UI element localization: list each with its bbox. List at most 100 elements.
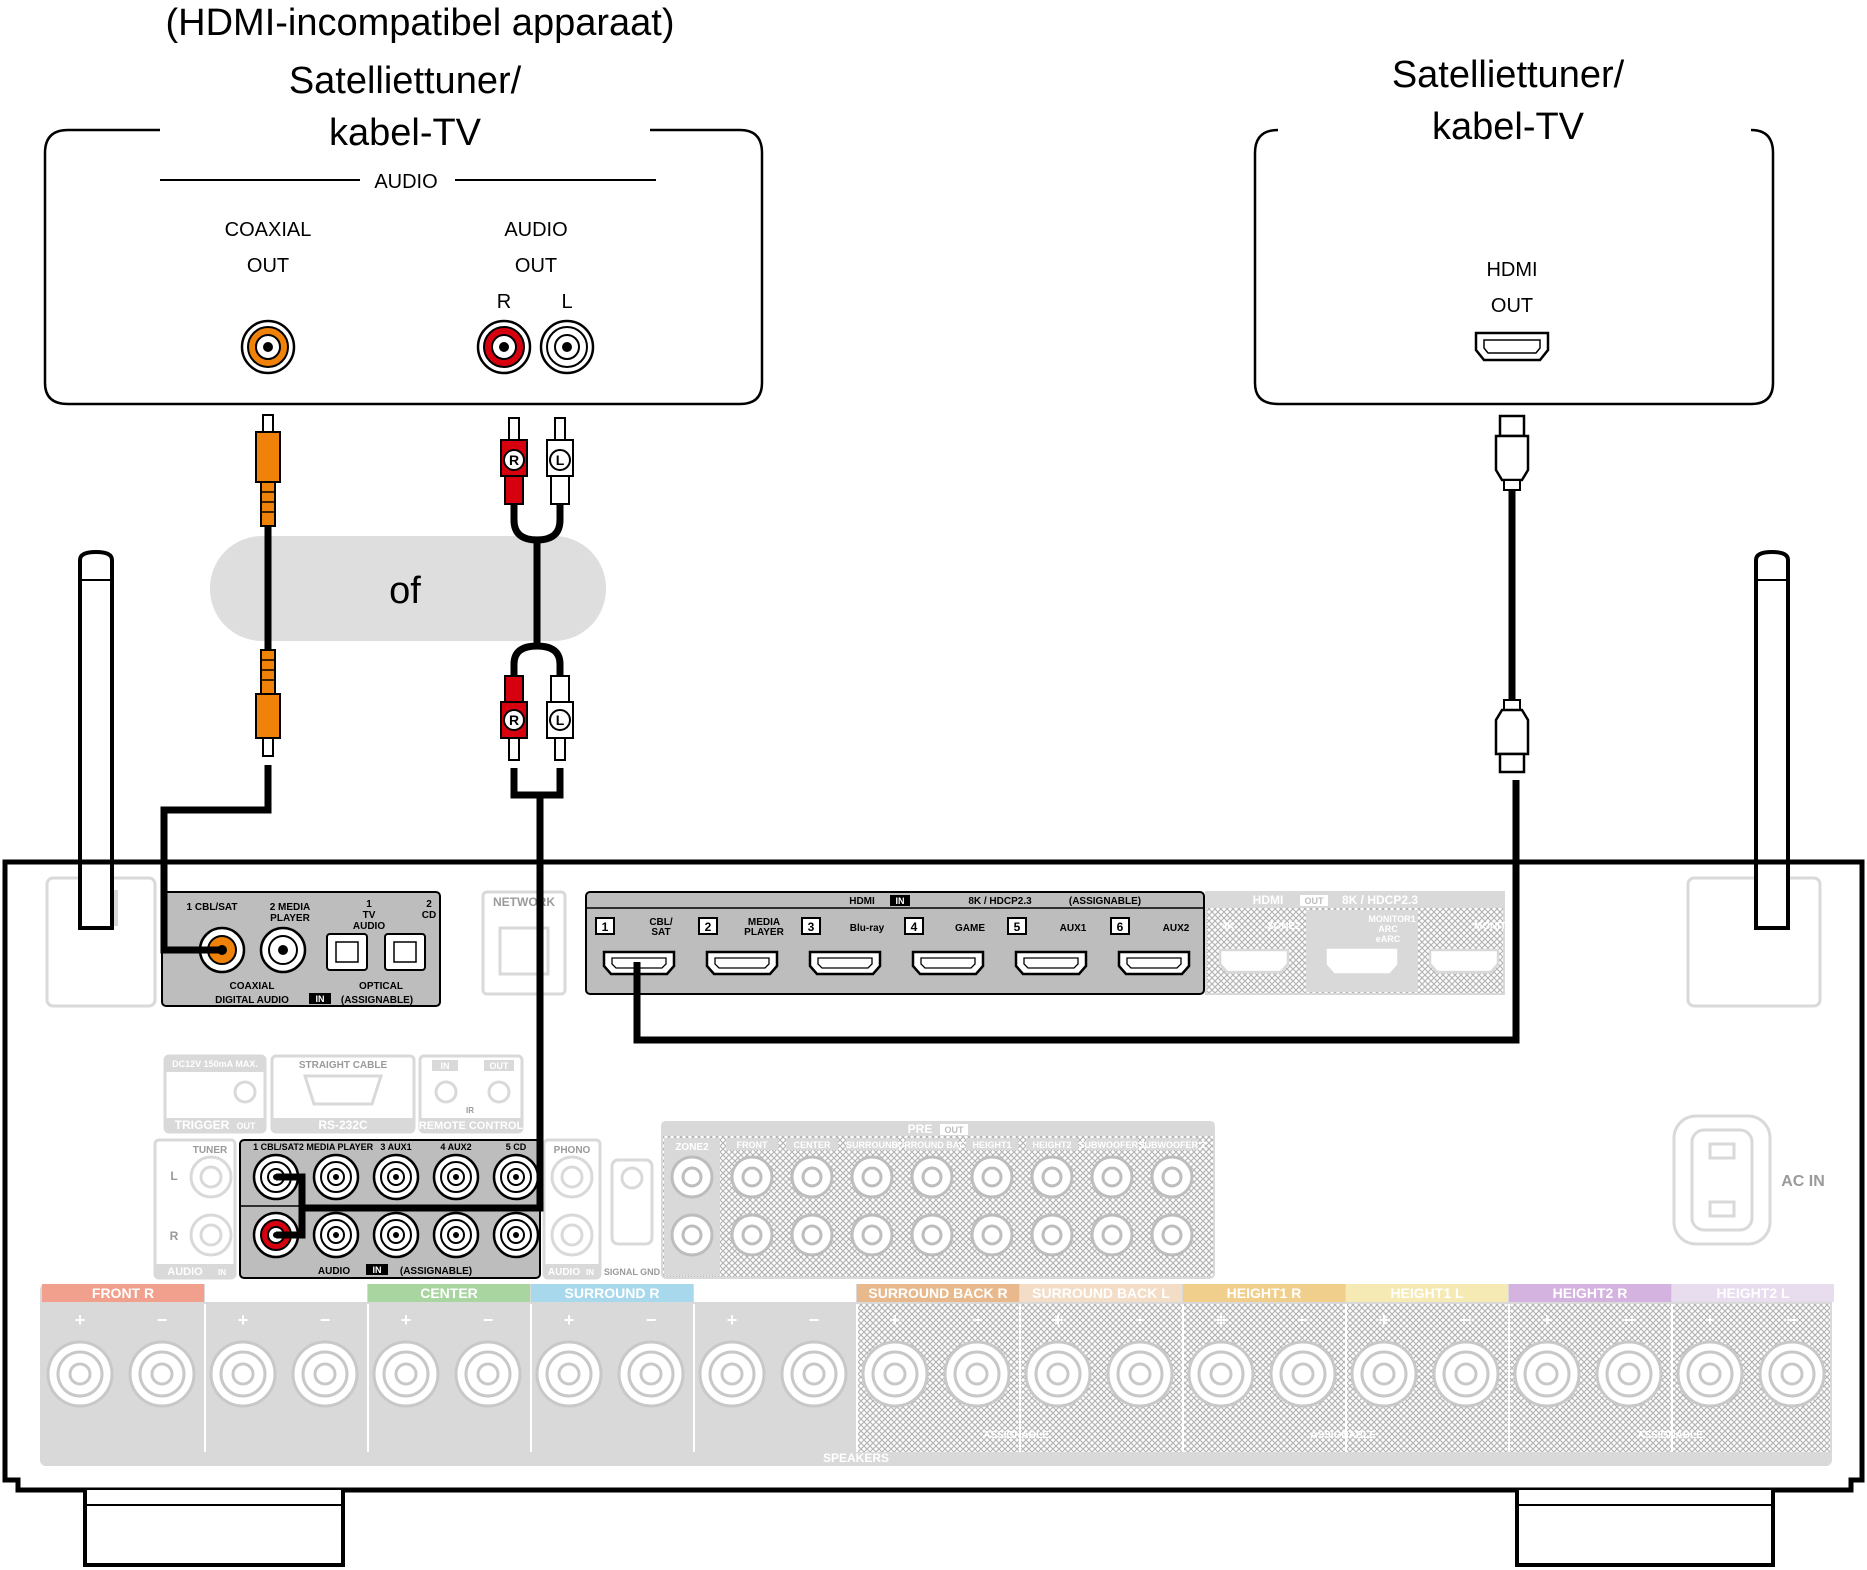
hdmi-out-port-4k[interactable] xyxy=(1218,948,1290,974)
cables: R L R L xyxy=(160,414,1530,1239)
r-label: R xyxy=(497,291,511,313)
speaker-terminal-3-plus[interactable] xyxy=(372,1340,440,1408)
left-foot xyxy=(83,1490,345,1567)
speaker-terminal-10-plus[interactable] xyxy=(1513,1340,1581,1408)
speaker-polarity-8-2: − xyxy=(1298,1310,1309,1330)
coaxial-out-jack[interactable] xyxy=(240,319,296,375)
phono-audio-label: AUDIO xyxy=(548,1267,580,1278)
remote-in: IN xyxy=(441,1061,450,1071)
speaker-channel-10: HEIGHT2 R+− xyxy=(1508,1284,1671,1452)
speaker-terminal-7-minus[interactable] xyxy=(1106,1340,1174,1408)
speaker-channel-2: FRONT L+− xyxy=(204,1284,367,1452)
hdmi-in-name-2: MEDIA xyxy=(748,917,780,928)
pre-out-label-7: SUBWOOFER 1 xyxy=(1078,1140,1145,1150)
speaker-terminal-5-minus[interactable] xyxy=(780,1340,848,1408)
audio-in-jack-3-r[interactable] xyxy=(372,1211,420,1259)
pre-out-channel-4: SURROUND BACK xyxy=(892,1138,973,1257)
audio-out-label: AUDIO xyxy=(504,219,567,241)
audio-in-jack-5-r[interactable] xyxy=(492,1211,540,1259)
audio-in-port-label-2: 2 MEDIA PLAYER xyxy=(299,1142,374,1152)
speaker-terminal-6-minus[interactable] xyxy=(943,1340,1011,1408)
speaker-polarity-8-1: + xyxy=(1216,1310,1227,1330)
pre-out-label-6: HEIGHT2 xyxy=(1032,1140,1071,1150)
audio-in-jack-2-l[interactable] xyxy=(312,1153,360,1201)
dig-footer: DIGITAL AUDIO xyxy=(215,995,289,1006)
speaker-terminal-7-plus[interactable] xyxy=(1024,1340,1092,1408)
speaker-terminal-9-minus[interactable] xyxy=(1432,1340,1500,1408)
l-label: L xyxy=(561,291,572,313)
hdmi-out-port[interactable] xyxy=(1474,331,1550,362)
hdmi-out-port-monitor2[interactable] xyxy=(1428,948,1500,974)
trigger-rating: DC12V 150mA MAX. xyxy=(172,1059,258,1069)
tuner-audio-label: AUDIO xyxy=(167,1266,203,1278)
speaker-label-10: HEIGHT2 R xyxy=(1553,1285,1628,1301)
speaker-channel-6: SURROUND BACK R+− xyxy=(856,1284,1019,1452)
audio-in-jack-5-l[interactable] xyxy=(492,1153,540,1201)
tuner-label: TUNER xyxy=(193,1145,228,1156)
coaxial-cable xyxy=(160,414,281,954)
speaker-polarity-10-1: + xyxy=(1542,1310,1553,1330)
speaker-terminal-10-minus[interactable] xyxy=(1595,1340,1663,1408)
speaker-channel-9: HEIGHT1 L+− xyxy=(1345,1284,1508,1452)
speaker-terminal-2-minus[interactable] xyxy=(291,1340,359,1408)
speaker-channel-3: CENTER+− xyxy=(367,1284,530,1452)
pre-out-label-4: SURROUND BACK xyxy=(892,1140,973,1150)
right-device-box xyxy=(1253,128,1775,406)
dig-port3-label-3: AUDIO xyxy=(353,921,385,932)
speaker-polarity-11-2: − xyxy=(1787,1310,1798,1330)
hdmi-out-port-monitor1[interactable] xyxy=(1326,948,1398,974)
hdmi-in-spec: 8K / HDCP2.3 xyxy=(968,896,1032,907)
right-device-title-line2: kabel-TV xyxy=(1432,106,1585,148)
speaker-terminal-8-plus[interactable] xyxy=(1187,1340,1255,1408)
or-label: of xyxy=(389,570,421,612)
speaker-terminal-1-plus[interactable] xyxy=(46,1340,114,1408)
audio-in-footer: AUDIO xyxy=(318,1266,350,1277)
trigger-badge: OUT xyxy=(237,1121,257,1131)
hdmi-out-earc: eARC xyxy=(1376,934,1401,944)
audio-out-r-jack[interactable] xyxy=(476,319,532,375)
dig-in-badge: IN xyxy=(316,994,325,1004)
hdmi-in-name-5: AUX1 xyxy=(1060,923,1087,934)
speaker-terminal-11-minus[interactable] xyxy=(1758,1340,1826,1408)
audio-in-jack-3-l[interactable] xyxy=(372,1153,420,1201)
digital-coaxial-in-jack-2[interactable] xyxy=(259,926,307,974)
audio-in-jack-4-r[interactable] xyxy=(432,1211,480,1259)
speaker-polarity-3-2: − xyxy=(483,1310,494,1330)
pre-out-label-8: SUBWOOFER 2 xyxy=(1138,1140,1205,1150)
pre-out-channel-2: CENTER xyxy=(786,1138,838,1257)
speaker-label-11: HEIGHT2 L xyxy=(1716,1285,1790,1301)
speaker-terminal-8-minus[interactable] xyxy=(1269,1340,1337,1408)
audio-in-jack-4-l[interactable] xyxy=(432,1153,480,1201)
audio-out-l-jack[interactable] xyxy=(539,319,595,375)
speaker-terminal-4-plus[interactable] xyxy=(535,1340,603,1408)
speaker-terminal-5-plus[interactable] xyxy=(698,1340,766,1408)
right-device-title-line1: Satelliettuner/ xyxy=(1392,54,1625,96)
speaker-terminal-4-minus[interactable] xyxy=(617,1340,685,1408)
remote-out: OUT xyxy=(490,1061,510,1071)
speaker-label-6: SURROUND BACK R xyxy=(868,1285,1007,1301)
speaker-terminal-11-plus[interactable] xyxy=(1676,1340,1744,1408)
hdmi-out-spec: 8K / HDCP2.3 xyxy=(1342,893,1418,907)
speaker-polarity-7-2: − xyxy=(1135,1310,1146,1330)
audio-in-jack-2-r[interactable] xyxy=(312,1211,360,1259)
speaker-polarity-5-1: + xyxy=(727,1310,738,1330)
hdmi-in-badge: IN xyxy=(896,896,905,906)
right-source-device: Satelliettuner/ kabel-TV HDMI OUT xyxy=(1253,54,1775,406)
speaker-terminal-1-minus[interactable] xyxy=(128,1340,196,1408)
network-port[interactable]: NETWORK xyxy=(481,890,567,996)
speaker-terminal-3-minus[interactable] xyxy=(454,1340,522,1408)
hdmi-in-name-6: AUX2 xyxy=(1163,923,1190,934)
right-antenna: Bluetooth/Wi-Fi ANTENNA xyxy=(1686,549,1822,1008)
speaker-terminal-9-plus[interactable] xyxy=(1350,1340,1418,1408)
speaker-terminal-2-plus[interactable] xyxy=(209,1340,277,1408)
speaker-label-7: SURROUND BACK L xyxy=(1032,1285,1170,1301)
hdmi-in-num-4: 4 xyxy=(911,920,918,934)
speaker-label-1: FRONT R xyxy=(92,1285,154,1301)
audio-section-label: AUDIO xyxy=(374,171,437,193)
speaker-terminal-6-plus[interactable] xyxy=(861,1340,929,1408)
